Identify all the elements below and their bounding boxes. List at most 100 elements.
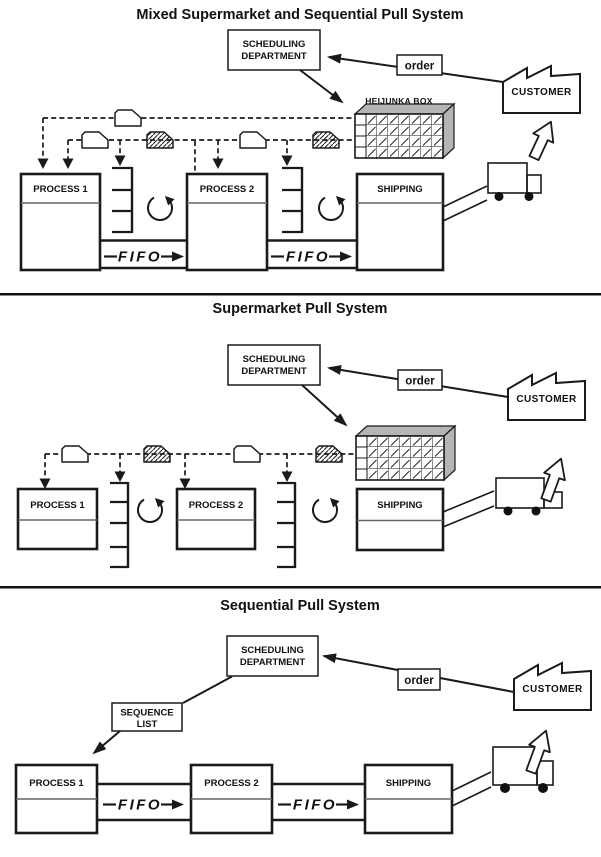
customer-label: CUSTOMER — [511, 87, 572, 98]
kanban-card-icon — [233, 445, 261, 463]
truck-icon — [492, 746, 554, 793]
fifo-lane: FIFO — [272, 782, 365, 822]
section-separator — [0, 293, 601, 296]
heijunka-side-face — [443, 424, 456, 482]
hollow-arrow — [540, 457, 566, 503]
heijunka-side-face — [442, 102, 455, 160]
withdrawal-kanban-icon — [315, 445, 343, 463]
customer-label: CUSTOMER — [516, 394, 577, 405]
sequence-label-line2: LIST — [137, 719, 158, 730]
sequence-label-line1: SEQUENCE — [120, 708, 173, 719]
truck-wheel — [494, 192, 504, 201]
truck-wheel — [538, 783, 548, 793]
customer-factory-icon: CUSTOMER — [507, 371, 586, 421]
factory-outline — [513, 661, 592, 711]
factory-outline — [502, 64, 581, 114]
hollow-arrow — [528, 120, 555, 162]
heijunka-top-face — [354, 425, 457, 437]
section-title: Sequential Pull System — [220, 598, 380, 614]
process2-label: PROCESS 2 — [189, 500, 243, 511]
order-label: order — [405, 376, 435, 388]
heijunka-label: HEIJUNKA BOX — [365, 96, 433, 106]
section-mixed-supermarket-sequential: Mixed Supermarket and Sequential Pull Sy… — [19, 7, 581, 272]
delivery-arrow-icon — [528, 120, 555, 162]
fifo-label: FIFO — [118, 249, 162, 266]
shipment-lines — [442, 490, 495, 528]
fifo-label: FIFO — [118, 797, 162, 814]
scheduling-box — [227, 344, 321, 386]
delivery-arrow-icon — [525, 729, 551, 775]
scheduling-label-line2: DEPARTMENT — [241, 366, 306, 377]
sequence-to-process1-arrow — [92, 730, 121, 755]
customer-label: CUSTOMER — [522, 684, 583, 695]
withdrawal-loop-icon — [318, 195, 346, 221]
order-node: order — [396, 54, 443, 76]
heijunka-box-icon: HEIJUNKA BOX — [353, 96, 456, 160]
heijunka-column-lines — [355, 114, 367, 158]
sequence-list-node: SEQUENCE LIST — [111, 702, 183, 732]
process1-node: PROCESS 1 — [14, 763, 99, 835]
schedule-to-sequence-line — [182, 675, 233, 704]
shipping-box — [355, 487, 445, 552]
scheduling-label-line1: SCHEDULING — [243, 354, 306, 365]
scheduling-box — [226, 635, 319, 677]
schedule-to-heijunka-arrow — [299, 69, 344, 104]
shipping-node: SHIPPING — [363, 763, 454, 835]
heijunka-grid — [356, 436, 444, 480]
process1-node: PROCESS 1 — [19, 172, 102, 272]
process2-box — [185, 172, 269, 272]
heijunka-grid — [355, 114, 443, 158]
fifo-lane: FIFO — [267, 239, 357, 270]
shipping-label: SHIPPING — [386, 778, 431, 789]
process2-label: PROCESS 2 — [200, 184, 254, 195]
section-title: Mixed Supermarket and Sequential Pull Sy… — [136, 7, 463, 23]
shipping-label: SHIPPING — [377, 184, 422, 195]
process1-label: PROCESS 1 — [30, 500, 85, 511]
scheduling-department-node: SCHEDULING DEPARTMENT — [226, 635, 319, 677]
heijunka-top-face — [353, 103, 456, 115]
hollow-arrow — [525, 729, 551, 775]
heijunka-column-lines — [356, 436, 368, 480]
heijunka-outline — [354, 113, 444, 159]
schedule-to-heijunka-arrow — [301, 384, 348, 427]
supermarket-icon — [112, 166, 134, 234]
customer-factory-icon: CUSTOMER — [502, 64, 581, 114]
order-box — [396, 54, 443, 76]
supermarket-icon — [277, 481, 297, 569]
process2-box — [175, 487, 257, 551]
truck-wheel — [500, 783, 510, 793]
scheduling-department-node: SCHEDULING DEPARTMENT — [227, 29, 321, 71]
sequence-list-box — [111, 702, 183, 732]
shipping-box — [355, 172, 445, 272]
process2-node: PROCESS 2 — [189, 763, 274, 835]
truck-wheel — [524, 192, 534, 201]
process2-label: PROCESS 2 — [204, 778, 258, 789]
withdrawal-loop-icon — [147, 195, 175, 221]
shelf-lines — [112, 166, 132, 234]
supermarket-icon — [110, 481, 130, 569]
shipment-lines — [442, 185, 488, 222]
fifo-label: FIFO — [293, 797, 337, 814]
scheduling-label-line2: DEPARTMENT — [241, 51, 306, 62]
kanban-card-icon — [61, 445, 89, 463]
withdrawal-loop-icon — [137, 497, 165, 523]
factory-outline — [507, 371, 586, 421]
truck-icon — [487, 162, 542, 201]
order-label: order — [404, 675, 434, 687]
kanban-card-icon — [239, 131, 267, 149]
fifo-lane: FIFO — [100, 239, 187, 270]
scheduling-label-line1: SCHEDULING — [243, 39, 306, 50]
order-node: order — [397, 369, 443, 391]
kanban-card-icon — [114, 109, 142, 127]
order-box — [397, 369, 443, 391]
shipping-label: SHIPPING — [377, 500, 422, 511]
order-label: order — [405, 61, 435, 73]
shipment-lines — [451, 771, 492, 807]
scheduling-department-node: SCHEDULING DEPARTMENT — [227, 344, 321, 386]
fifo-lane-lines — [100, 239, 187, 270]
kanban-card-icon — [81, 131, 109, 149]
fifo-lane: FIFO — [97, 782, 191, 822]
scheduling-label-line1: SCHEDULING — [241, 645, 304, 656]
